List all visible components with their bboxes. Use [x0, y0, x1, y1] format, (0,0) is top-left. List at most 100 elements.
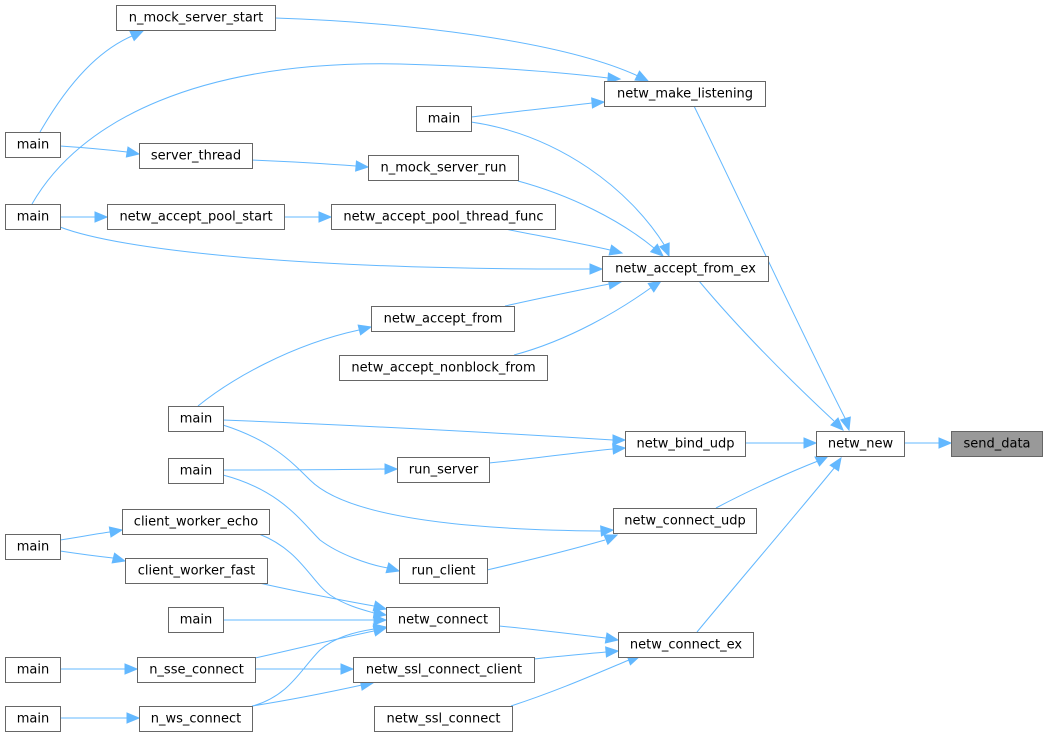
node-n-mock-server-run[interactable]: n_mock_server_run	[368, 155, 519, 181]
node-send-data[interactable]: send_data	[951, 431, 1043, 457]
node-label: netw_connect	[398, 613, 488, 628]
node-box[interactable]	[5, 534, 61, 560]
edge-n_mock_server_start-to-netw_make_listening	[274, 17, 650, 82]
node-box[interactable]	[107, 204, 285, 230]
node-netw-accept-pool-thread-func[interactable]: netw_accept_pool_thread_func	[331, 204, 556, 230]
node-netw-accept-nonblock-from[interactable]: netw_accept_nonblock_from	[339, 355, 548, 381]
node-label: netw_make_listening	[617, 87, 753, 102]
node-box[interactable]	[353, 657, 535, 683]
node-box[interactable]	[168, 607, 224, 633]
node-box[interactable]	[5, 657, 61, 683]
node-box[interactable]	[816, 431, 905, 457]
node-main-e[interactable]: main	[168, 458, 224, 484]
edge-line	[693, 105, 847, 421]
node-box[interactable]	[331, 204, 556, 230]
node-box[interactable]	[386, 607, 500, 633]
edges-layer	[31, 17, 953, 724]
node-client-worker-echo[interactable]: client_worker_echo	[122, 509, 270, 535]
node-box[interactable]	[137, 657, 256, 683]
edge-line	[39, 35, 133, 133]
node-box[interactable]	[5, 204, 61, 230]
node-box[interactable]	[5, 132, 61, 158]
edge-line	[696, 466, 836, 633]
node-label: send_data	[963, 437, 1030, 452]
node-box[interactable]	[368, 155, 519, 181]
arrowhead-icon	[126, 712, 141, 724]
node-netw-ssl-connect-client[interactable]: netw_ssl_connect_client	[353, 657, 535, 683]
arrowhead-icon	[385, 562, 401, 574]
node-netw-connect-udp[interactable]: netw_connect_udp	[613, 508, 757, 534]
node-server-thread[interactable]: server_thread	[139, 143, 253, 169]
node-main-i[interactable]: main	[5, 706, 61, 732]
node-box[interactable]	[339, 355, 548, 381]
edge-main_c-to-netw_accept_from_ex	[470, 121, 670, 258]
node-box[interactable]	[122, 509, 270, 535]
node-label: netw_accept_nonblock_from	[351, 361, 535, 376]
node-netw-make-listening[interactable]: netw_make_listening	[604, 81, 766, 107]
edge-netw_connect-to-netw_connect_ex	[498, 625, 620, 644]
node-box[interactable]	[116, 5, 276, 31]
edge-main_b-to-netw_accept_pool_start	[60, 211, 109, 223]
node-label: client_worker_echo	[134, 515, 258, 530]
node-client-worker-fast[interactable]: client_worker_fast	[125, 558, 268, 584]
edge-line	[486, 539, 606, 571]
node-label: n_mock_server_run	[380, 161, 506, 176]
node-box[interactable]	[5, 706, 61, 732]
edge-line	[197, 329, 360, 407]
edge-line	[533, 651, 607, 660]
edge-line	[222, 474, 389, 569]
node-box[interactable]	[618, 632, 754, 658]
edge-line	[258, 533, 375, 614]
node-netw-connect-ex[interactable]: netw_connect_ex	[618, 632, 754, 658]
node-label: n_ws_connect	[151, 712, 241, 727]
arrowhead-icon	[839, 416, 851, 432]
node-box[interactable]	[374, 706, 513, 732]
node-netw-ssl-connect[interactable]: netw_ssl_connect	[374, 706, 513, 732]
node-n-sse-connect[interactable]: n_sse_connect	[137, 657, 256, 683]
arrowhead-icon	[384, 463, 399, 475]
node-box[interactable]	[399, 558, 488, 584]
arrowhead-icon	[604, 632, 620, 644]
node-main-d[interactable]: main	[168, 406, 224, 432]
node-netw-new[interactable]: netw_new	[816, 431, 905, 457]
node-box[interactable]	[371, 306, 515, 332]
node-main-f[interactable]: main	[5, 534, 61, 560]
node-main-g[interactable]: main	[168, 607, 224, 633]
node-netw-accept-pool-start[interactable]: netw_accept_pool_start	[107, 204, 285, 230]
arrowhead-icon	[605, 646, 620, 658]
node-run-client[interactable]: run_client	[399, 558, 488, 584]
node-netw-connect[interactable]: netw_connect	[386, 607, 500, 633]
node-box[interactable]	[625, 431, 746, 457]
node-netw-accept-from[interactable]: netw_accept_from	[371, 306, 515, 332]
edge-run_server-to-netw_bind_udp	[488, 443, 627, 464]
node-main-a[interactable]: main	[5, 132, 61, 158]
node-box[interactable]	[613, 508, 757, 534]
node-box[interactable]	[139, 143, 253, 169]
node-run-server[interactable]: run_server	[397, 457, 490, 483]
arrowhead-icon	[589, 263, 604, 275]
node-main-h[interactable]: main	[5, 657, 61, 683]
arrowhead-icon	[607, 72, 622, 84]
node-box[interactable]	[168, 406, 224, 432]
edge-line	[31, 63, 609, 205]
node-box[interactable]	[397, 457, 490, 483]
node-label: netw_ssl_connect_client	[366, 663, 522, 678]
node-n-mock-server-start[interactable]: n_mock_server_start	[116, 5, 276, 31]
edge-n_sse_connect-to-netw_ssl_connect_client	[255, 663, 355, 675]
node-box[interactable]	[602, 256, 769, 282]
node-netw-accept-from-ex[interactable]: netw_accept_from_ex	[602, 256, 769, 282]
arrowhead-icon	[659, 242, 670, 258]
node-box[interactable]	[604, 81, 766, 107]
node-main-b[interactable]: main	[5, 204, 61, 230]
node-box[interactable]	[139, 706, 253, 732]
node-label: main	[180, 464, 212, 479]
node-box[interactable]	[416, 106, 472, 132]
node-main-c[interactable]: main	[416, 106, 472, 132]
node-label: main	[17, 540, 49, 555]
node-netw-bind-udp[interactable]: netw_bind_udp	[625, 431, 746, 457]
node-box[interactable]	[125, 558, 268, 584]
node-n-ws-connect[interactable]: n_ws_connect	[139, 706, 253, 732]
node-label: netw_connect_ex	[630, 638, 743, 653]
node-box[interactable]	[168, 458, 224, 484]
node-box[interactable]	[951, 431, 1043, 457]
